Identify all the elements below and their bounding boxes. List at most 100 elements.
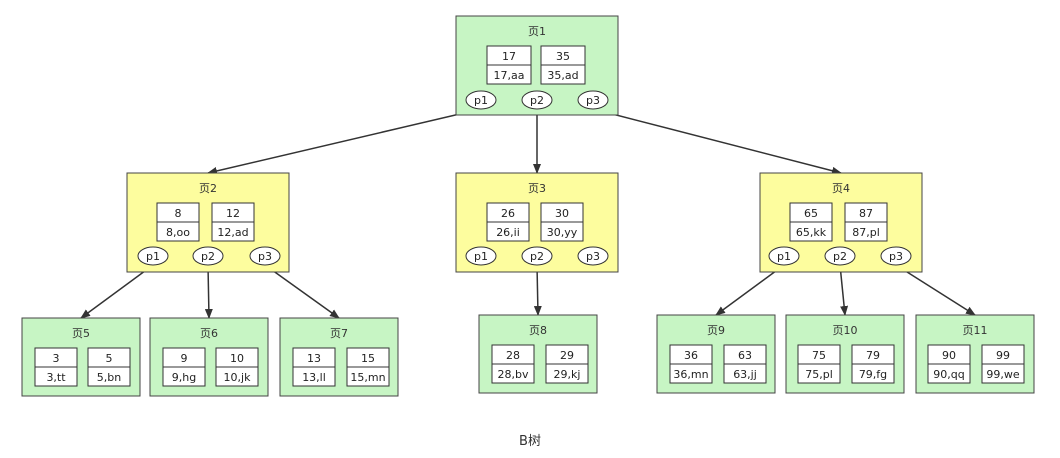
pointer-label: p3	[258, 250, 272, 263]
pointer-ellipse	[577, 90, 609, 110]
pointer-p3: p3	[577, 90, 609, 110]
pointer-p3: p3	[249, 246, 281, 266]
pointer-p1: p1	[137, 246, 169, 266]
key-value: 99	[996, 349, 1010, 362]
key-value: 36	[684, 349, 698, 362]
record-data: 79,fg	[859, 368, 887, 381]
edge-page2-to-page5	[80, 264, 154, 319]
pointer-ellipse	[768, 246, 800, 266]
pointer-p2: p2	[192, 246, 224, 266]
pointer-label: p2	[530, 94, 544, 107]
key-value: 63	[738, 349, 752, 362]
pointer-ellipse	[880, 246, 912, 266]
record-data: 8,oo	[166, 226, 190, 239]
pointer-label: p1	[474, 250, 488, 263]
pointer-ellipse	[577, 246, 609, 266]
pointer-label: p1	[146, 250, 160, 263]
key-value: 28	[506, 349, 520, 362]
pointer-p2: p2	[824, 246, 856, 266]
pointer-label: p1	[474, 94, 488, 107]
page-title: 页9	[707, 324, 725, 337]
record-data: 29,kj	[554, 368, 581, 381]
key-cell: 65 65,kk	[789, 202, 833, 242]
key-value: 17	[502, 50, 516, 63]
key-value: 65	[804, 207, 818, 220]
key-value: 3	[53, 352, 60, 365]
key-value: 29	[560, 349, 574, 362]
record-data: 75,pl	[805, 368, 833, 381]
record-data: 15,mn	[350, 371, 385, 384]
record-data: 30,yy	[547, 226, 578, 239]
edge-page2-to-page7	[264, 264, 340, 319]
pointer-ellipse	[465, 90, 497, 110]
edge-page3-to-page8	[533, 264, 542, 316]
pointer-label: p3	[586, 94, 600, 107]
pointer-p2: p2	[521, 90, 553, 110]
record-data: 90,qq	[933, 368, 964, 381]
pointer-p2: p2	[521, 246, 553, 266]
record-data: 5,bn	[97, 371, 121, 384]
key-cell: 29 29,kj	[545, 344, 589, 384]
page-title: 页11	[963, 324, 988, 337]
record-data: 87,pl	[852, 226, 880, 239]
edge-page1-to-page2	[207, 108, 482, 175]
pointer-p1: p1	[465, 246, 497, 266]
key-cell: 99 99,we	[981, 344, 1025, 384]
record-data: 35,ad	[547, 69, 578, 82]
edge-page4-to-page10	[839, 264, 849, 316]
page-title: 页8	[529, 324, 547, 337]
record-data: 17,aa	[494, 69, 525, 82]
pointer-label: p2	[833, 250, 847, 263]
pointer-label: p2	[530, 250, 544, 263]
record-data: 99,we	[986, 368, 1019, 381]
key-cell: 3 3,tt	[34, 347, 78, 387]
key-value: 75	[812, 349, 826, 362]
key-cell: 28 28,bv	[491, 344, 535, 384]
key-value: 12	[226, 207, 240, 220]
key-value: 26	[501, 207, 515, 220]
diagram-caption: B树	[519, 434, 541, 449]
pointer-p1: p1	[465, 90, 497, 110]
edge-page4-to-page9	[715, 264, 785, 316]
key-cell: 36 36,mn	[669, 344, 713, 384]
key-value: 10	[230, 352, 244, 365]
pointer-ellipse	[824, 246, 856, 266]
pointer-p3: p3	[577, 246, 609, 266]
pointer-label: p3	[586, 250, 600, 263]
page-title: 页2	[199, 182, 217, 195]
key-cell: 75 75,pl	[797, 344, 841, 384]
key-cell: 8 8,oo	[156, 202, 200, 242]
key-value: 35	[556, 50, 570, 63]
record-data: 10,jk	[224, 371, 252, 384]
record-data: 36,mn	[673, 368, 708, 381]
record-data: 28,bv	[498, 368, 529, 381]
page-title: 页6	[200, 327, 218, 340]
page-title: 页5	[72, 327, 90, 340]
pointer-p3: p3	[880, 246, 912, 266]
record-data: 65,kk	[796, 226, 827, 239]
key-value: 8	[175, 207, 182, 220]
pointer-label: p1	[777, 250, 791, 263]
record-data: 3,tt	[46, 371, 66, 384]
record-data: 9,hg	[172, 371, 196, 384]
pointer-label: p2	[201, 250, 215, 263]
pointer-ellipse	[137, 246, 169, 266]
page-node-8: 页8 28 28,bv 29 29,kj	[478, 314, 598, 394]
pointer-p1: p1	[768, 246, 800, 266]
